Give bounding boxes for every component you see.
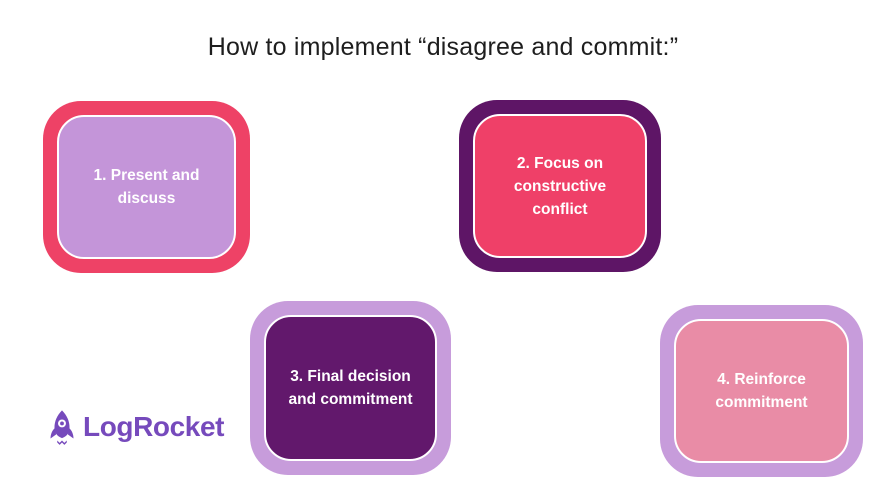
step-box-2-inner: 2. Focus on constructive conflict <box>473 114 647 258</box>
step-box-4-inner: 4. Reinforce commitment <box>674 319 849 463</box>
step-box-2-focus-on-constructive-conflict: 2. Focus on constructive conflict <box>459 100 661 272</box>
step-box-4-reinforce-commitment: 4. Reinforce commitment <box>660 305 863 477</box>
step-4-label: 4. Reinforce commitment <box>715 371 808 411</box>
logrocket-wordmark: LogRocket <box>83 411 225 442</box>
step-box-3-final-decision-and-commitment: 3. Final decision and commitment <box>250 301 451 475</box>
step-2-label: 2. Focus on constructive conflict <box>513 154 607 218</box>
step-box-1-inner: 1. Present and discuss <box>57 115 236 259</box>
step-3-label: 3. Final decision and commitment <box>288 368 413 408</box>
step-box-1-present-and-discuss: 1. Present and discuss <box>43 101 250 273</box>
logrocket-logo: LogRocket <box>43 408 224 446</box>
step-1-label: 1. Present and discuss <box>93 167 200 207</box>
step-box-3-inner: 3. Final decision and commitment <box>264 315 437 461</box>
slide-title: How to implement “disagree and commit:” <box>207 33 679 61</box>
rocket-icon <box>43 408 81 446</box>
